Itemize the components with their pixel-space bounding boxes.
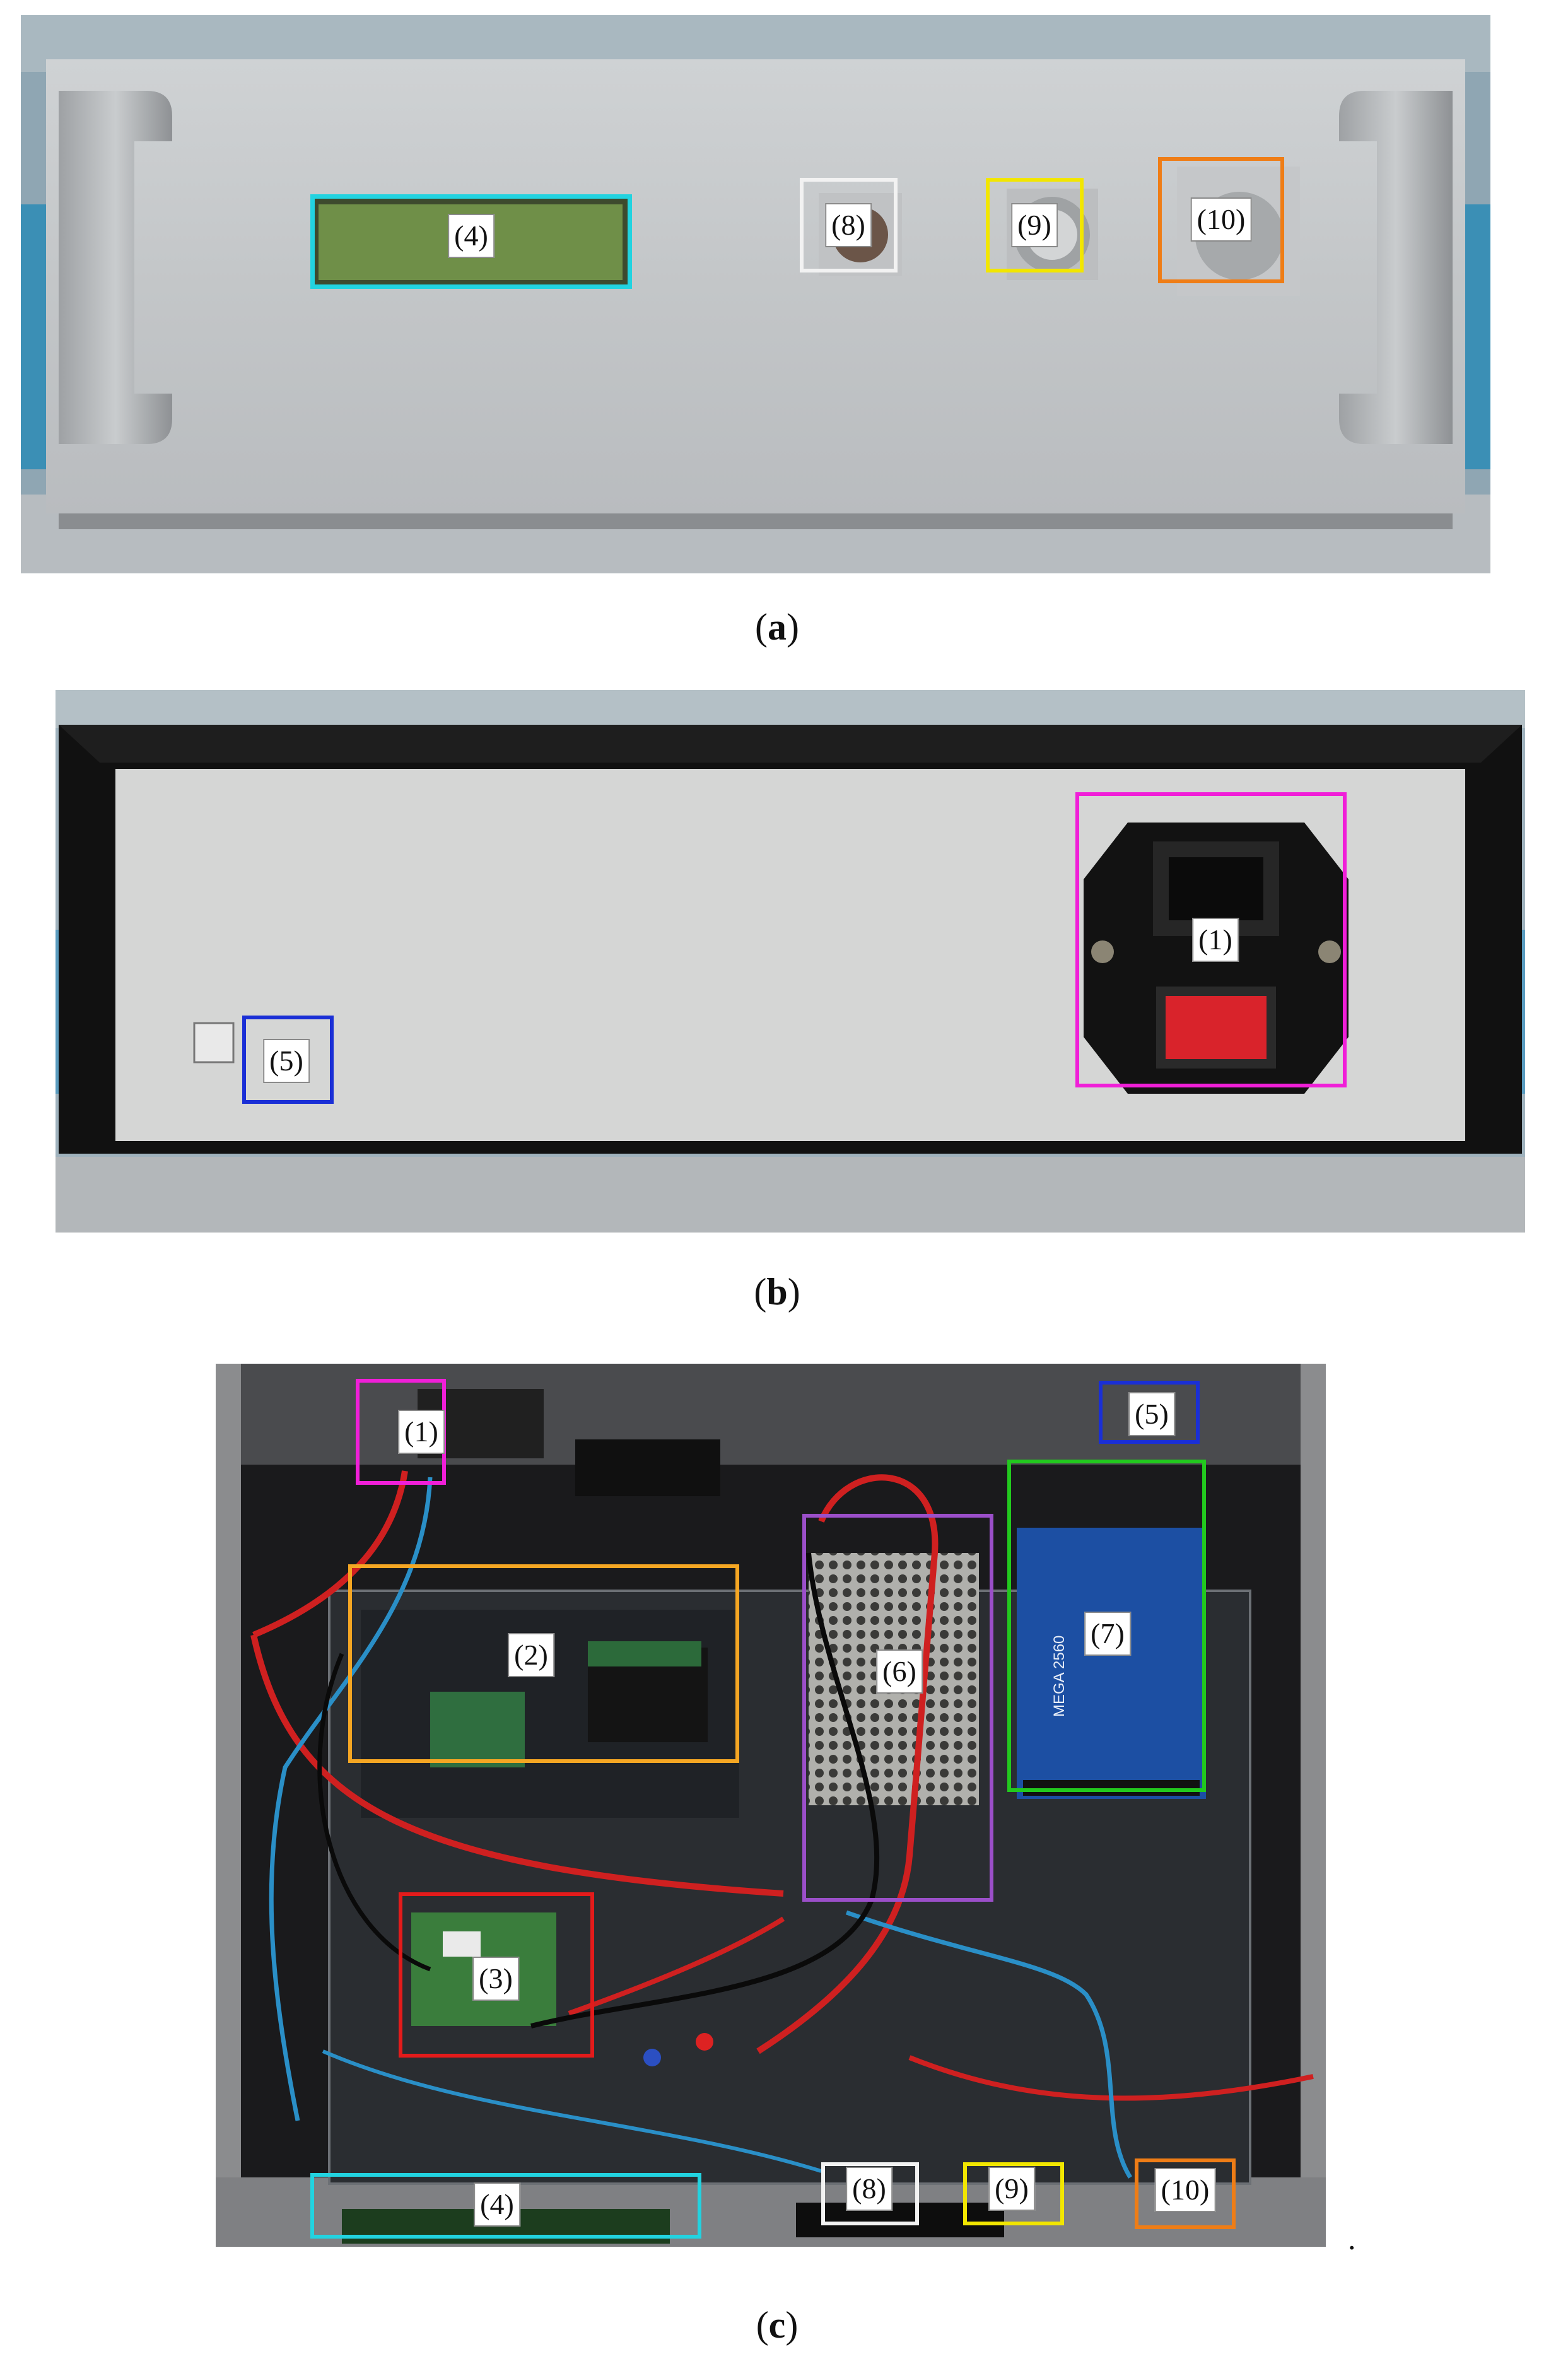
caption-b: (b) xyxy=(754,1271,800,1313)
callout-label-6: (6) xyxy=(876,1649,923,1694)
callout-label-2: (2) xyxy=(508,1633,554,1677)
callout-box-8 xyxy=(800,178,898,272)
callout-label-10: (10) xyxy=(1190,197,1252,242)
callout-box-9-inside xyxy=(963,2162,1064,2225)
front-enclosure-photo xyxy=(21,15,1490,573)
callout-box-2 xyxy=(348,1564,739,1763)
callout-label-4: (4) xyxy=(448,214,494,258)
callout-label-9: (9) xyxy=(1011,203,1058,247)
board-print-text: MEGA 2560 xyxy=(1051,1636,1068,1717)
callout-label-7: (7) xyxy=(1084,1612,1131,1656)
callout-label-1-rear: (1) xyxy=(1192,918,1239,962)
callout-box-4 xyxy=(310,194,632,289)
callout-box-9 xyxy=(986,178,1084,272)
callout-box-3 xyxy=(399,1892,594,2058)
callout-label-5-inside: (5) xyxy=(1128,1392,1175,1436)
callout-label-8: (8) xyxy=(825,203,872,247)
callout-box-1-rear xyxy=(1075,792,1347,1087)
trailing-period: . xyxy=(1348,2221,1356,2256)
panel-b-photo: (5) (1) xyxy=(56,690,1525,1233)
inside-enclosure-photo: MEGA 2560 xyxy=(216,1364,1326,2247)
callout-box-5-rear xyxy=(242,1016,334,1104)
callout-box-5-inside xyxy=(1099,1381,1200,1444)
rear-enclosure-photo xyxy=(56,690,1525,1233)
callout-label-8-inside: (8) xyxy=(846,2167,892,2211)
callout-box-6 xyxy=(802,1514,993,1902)
callout-label-4-inside: (4) xyxy=(474,2182,520,2227)
caption-a: (a) xyxy=(755,606,799,648)
callout-label-5-rear: (5) xyxy=(263,1039,310,1083)
callout-label-1-inside: (1) xyxy=(398,1410,445,1454)
caption-c: (c) xyxy=(756,2304,799,2346)
callout-box-8-inside xyxy=(821,2162,919,2225)
callout-box-10 xyxy=(1158,157,1284,283)
panel-a-photo: (4) (8) (9) (10) xyxy=(21,15,1490,573)
callout-label-10-inside: (10) xyxy=(1154,2168,1216,2212)
callout-label-9-inside: (9) xyxy=(988,2167,1035,2211)
callout-label-3: (3) xyxy=(472,1957,519,2001)
panel-c-photo: MEGA 2560 (1) (2) (3) (4) (5) (6) (7) (8… xyxy=(216,1364,1326,2247)
callout-box-7 xyxy=(1007,1460,1206,1792)
callout-box-4-inside xyxy=(310,2173,701,2239)
callout-box-10-inside xyxy=(1135,2158,1236,2229)
